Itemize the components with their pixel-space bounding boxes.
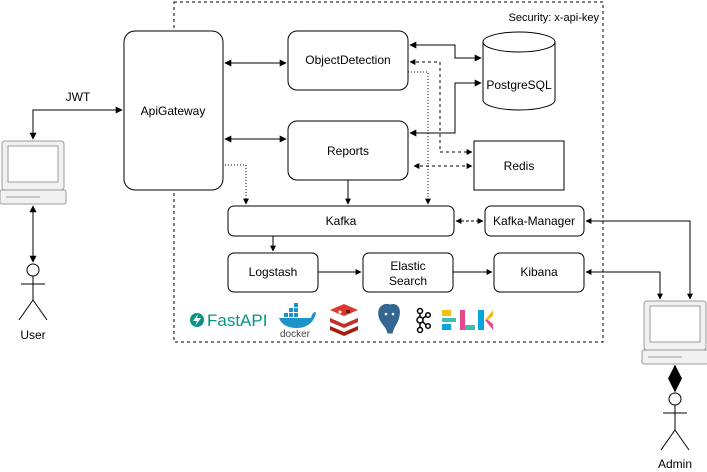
redis-logo <box>330 304 358 336</box>
admin-actor-icon <box>660 392 690 451</box>
object-detection-label: ObjectDetection <box>305 53 390 67</box>
elk-logo <box>442 310 493 330</box>
elastic-label-line1: Elastic <box>390 259 425 273</box>
elastic-label-line2: Search <box>389 274 427 288</box>
edge-kafkamanager-admin <box>585 218 693 300</box>
object-detection-node[interactable]: ObjectDetection <box>287 30 409 91</box>
logstash-label: Logstash <box>249 265 298 279</box>
edge-kibana-admin <box>585 269 663 300</box>
edge-user-apigateway <box>29 106 123 140</box>
fastapi-logo: FastAPI <box>190 311 267 330</box>
reports-node[interactable]: Reports <box>287 120 409 181</box>
jwt-label: JWT <box>66 90 91 104</box>
docker-logo: docker <box>279 303 316 340</box>
postgres-node[interactable]: PostgreSQL <box>482 31 556 111</box>
kafka-node[interactable]: Kafka <box>227 205 455 237</box>
user-label: User <box>20 328 45 342</box>
edge-objectdetection-redis <box>409 59 473 155</box>
kibana-node[interactable]: Kibana <box>493 252 585 293</box>
elastic-search-node[interactable]: Elastic Search <box>362 252 454 293</box>
user-actor-icon <box>18 263 48 321</box>
fastapi-logo-text: FastAPI <box>207 311 267 330</box>
admin-computer-icon <box>641 300 707 365</box>
api-gateway-label: ApiGateway <box>141 104 206 118</box>
kibana-label: Kibana <box>520 265 558 279</box>
security-label: Security: x-api-key <box>509 12 600 24</box>
admin-label: Admin <box>658 457 692 471</box>
api-gateway-node[interactable]: ApiGateway <box>123 30 224 191</box>
edge-apigateway-kafka <box>225 164 249 205</box>
postgres-logo <box>377 303 401 335</box>
docker-logo-text: docker <box>280 329 311 340</box>
kafka-manager-node[interactable]: Kafka-Manager <box>484 205 585 237</box>
kafka-label: Kafka <box>326 214 357 228</box>
user-computer-icon <box>0 140 67 205</box>
reports-label: Reports <box>327 144 369 158</box>
logstash-node[interactable]: Logstash <box>227 252 319 293</box>
edge-reports-postgres <box>409 79 482 137</box>
redis-node[interactable]: Redis <box>473 140 565 191</box>
kafka-manager-label: Kafka-Manager <box>493 214 575 228</box>
edge-objectdetection-postgres <box>409 41 482 62</box>
kafka-logo <box>416 307 432 334</box>
edge-objectdetection-kafka <box>408 71 431 205</box>
postgres-label: PostgreSQL <box>486 78 552 92</box>
redis-label: Redis <box>504 159 535 173</box>
